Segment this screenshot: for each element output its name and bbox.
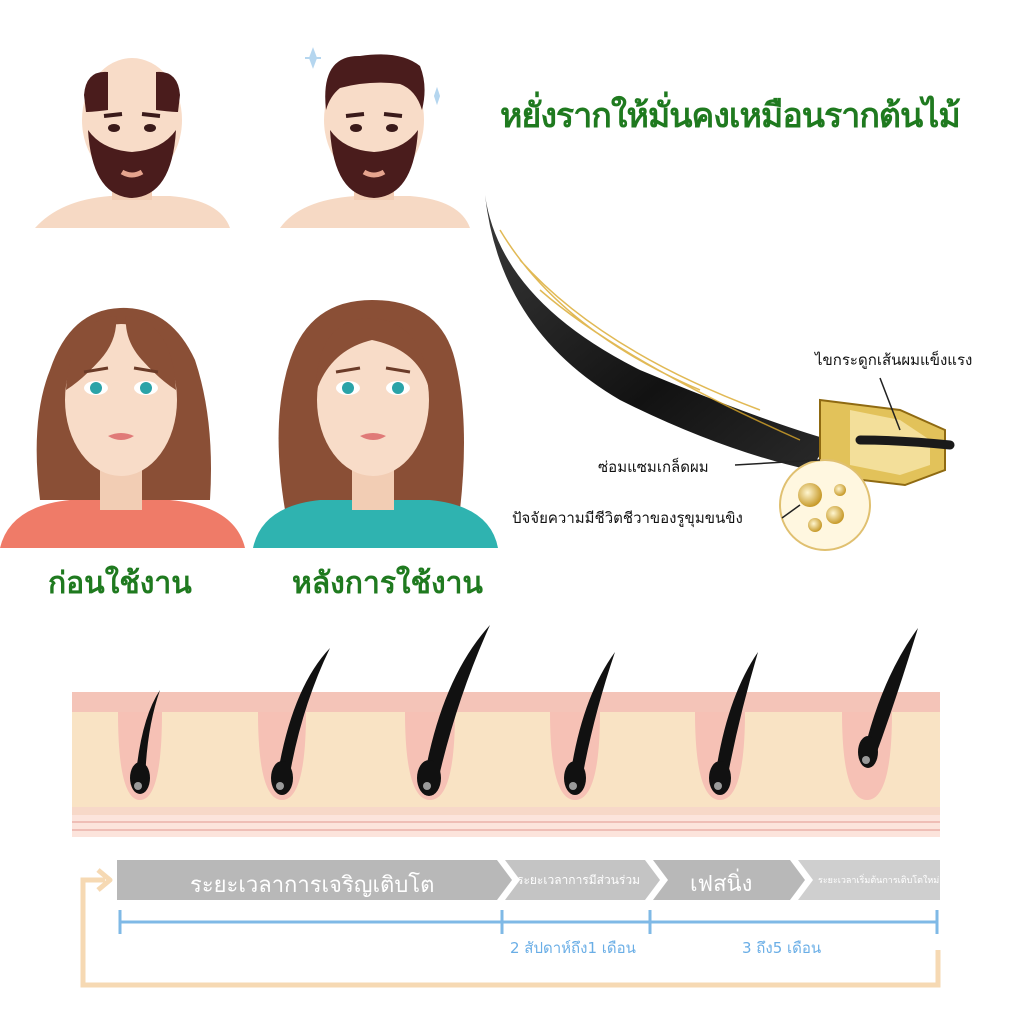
caption-after: หลังการใช้งาน: [292, 566, 483, 601]
man-before-illustration: [35, 58, 230, 228]
annotation-repair: ซ่อมแซมเกล็ดผม: [598, 458, 709, 476]
phase-resting: เฟสนิ่ง: [690, 872, 753, 897]
cycle-phase-bar: [117, 860, 940, 900]
cycle-loop-arrow: [80, 868, 941, 988]
duration-short: 2 สัปดาห์ถึง1 เดือน: [510, 939, 636, 957]
man-after-illustration: [280, 47, 470, 228]
annotation-cortex: ไขกระดูกเส้นผมแข็งแรง: [815, 351, 973, 369]
caption-before: ก่อนใช้งาน: [48, 566, 192, 601]
woman-before-illustration: [0, 307, 245, 548]
phase-growth: ระยะเวลาการเจริญเติบโต: [190, 873, 435, 898]
hair-strand-illustration: [485, 195, 955, 551]
annotation-follicle: ปัจจัยความมีชีวิตชีวาของรูขุมขนขิง: [512, 509, 743, 527]
duration-long: 3 ถึง5 เดือน: [742, 939, 822, 957]
phase-participation: ระยะเวลาการมีส่วนร่วม: [517, 873, 641, 887]
phase-regrowth: ระยะเวลาเริ่มต้นการเติบโตใหม่: [818, 876, 940, 886]
headline: หยั่งรากให้มั่นคงเหมือนรากต้นไม้: [500, 96, 961, 136]
skin-layers-illustration: [72, 625, 940, 837]
woman-after-illustration: [253, 300, 498, 548]
cycle-timeline: [118, 910, 939, 934]
